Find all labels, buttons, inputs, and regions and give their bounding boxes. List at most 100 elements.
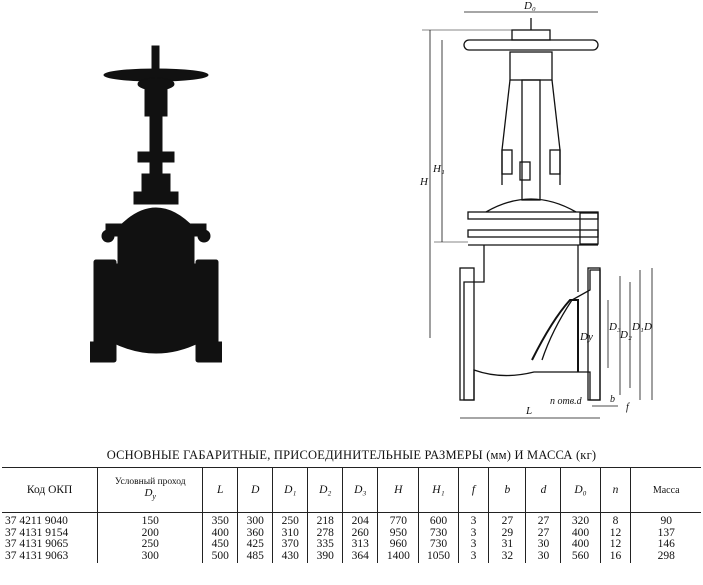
cell-d-small: 27 xyxy=(537,515,550,527)
cell-n: 12 xyxy=(609,526,622,539)
cell-h: 950 xyxy=(389,526,407,539)
cell-dy: 300 xyxy=(141,549,159,562)
cell-l: 400 xyxy=(211,526,229,539)
label-b: b xyxy=(610,394,615,405)
cell-n: 16 xyxy=(609,549,622,562)
cell-d2: 278 xyxy=(316,526,334,539)
header-cond-sub: y xyxy=(152,492,156,502)
header-code: Код ОКП xyxy=(2,467,98,513)
cell-d0: 400 xyxy=(571,526,590,539)
cell-d: 300 xyxy=(246,515,264,527)
cell-f: 3 xyxy=(470,526,477,539)
cell-b: 31 xyxy=(501,538,514,550)
cell-h: 770 xyxy=(389,515,407,527)
col-d2: 218 278 335 390 xyxy=(307,512,343,563)
cell-b: 32 xyxy=(501,549,514,562)
header-d3: D₃ xyxy=(342,467,378,513)
cell-mass: 146 xyxy=(657,538,675,550)
cell-dy: 150 xyxy=(141,515,159,527)
header-f: f xyxy=(457,467,489,513)
cell-dy: 200 xyxy=(141,526,159,539)
cell-f: 3 xyxy=(470,549,477,562)
cell-d3: 204 xyxy=(351,515,369,527)
cell-code: 37 4131 9063 xyxy=(5,549,69,562)
cell-l: 500 xyxy=(211,549,229,562)
cell-mass: 298 xyxy=(657,549,675,562)
cell-f: 3 xyxy=(470,538,477,550)
cell-h1: 730 xyxy=(429,526,448,539)
cell-h: 1400 xyxy=(386,549,410,562)
col-d1: 250 310 370 430 xyxy=(272,512,308,563)
header-h1: H₁ xyxy=(418,467,459,513)
col-h: 770 950 960 1400 xyxy=(377,512,419,563)
table-header-row: Код ОКП Условный проход Dy L D D₁ D₂ D₃ … xyxy=(2,467,701,513)
col-mass: 90 137 146 298 xyxy=(630,512,701,563)
header-cond-line1: Условный проход xyxy=(114,477,186,488)
cell-b: 27 xyxy=(501,515,514,527)
cell-d1: 430 xyxy=(281,549,299,562)
col-b: 27 29 31 32 xyxy=(488,512,526,563)
label-d: D xyxy=(643,321,652,333)
cell-b: 29 xyxy=(501,526,514,539)
cell-d3: 260 xyxy=(351,526,369,539)
cell-mass: 90 xyxy=(660,515,672,527)
label-n-otv-d: n отв.d xyxy=(550,396,583,407)
cell-code: 37 4131 9065 xyxy=(5,538,69,550)
label-f: f xyxy=(626,402,630,413)
cell-d: 485 xyxy=(246,549,264,562)
col-code: 37 4211 9040 37 4131 9154 37 4131 9065 3… xyxy=(2,513,98,564)
header-d0: D₀ xyxy=(560,467,601,513)
table-caption: ОСНОВНЫЕ ГАБАРИТНЫЕ, ПРИСОЕДИНИТЕЛЬНЫЕ Р… xyxy=(106,448,597,462)
header-d1: D₁ xyxy=(272,467,308,513)
header-l: L xyxy=(202,467,238,513)
cell-d0: 560 xyxy=(571,549,590,562)
cell-h1: 730 xyxy=(429,538,448,550)
label-d3: D₃ xyxy=(608,321,621,333)
header-conditional-pass: Условный проход Dy xyxy=(97,467,203,513)
cell-d: 360 xyxy=(246,526,264,539)
cell-dy: 250 xyxy=(141,538,159,550)
header-d-small: d xyxy=(525,467,561,513)
cell-d3: 364 xyxy=(351,549,369,562)
cell-code: 37 4211 9040 xyxy=(5,515,68,527)
col-n: 8 12 12 16 xyxy=(599,512,631,563)
valve-photo xyxy=(90,45,222,363)
cell-h: 960 xyxy=(389,538,407,550)
col-d3: 204 260 313 364 xyxy=(342,512,378,563)
label-d1: D₁ xyxy=(631,321,644,333)
cell-d: 425 xyxy=(246,538,264,550)
header-cond-line2: D xyxy=(144,487,153,500)
cell-h1: 1050 xyxy=(426,549,450,562)
label-h: H xyxy=(419,176,429,188)
cell-d1: 250 xyxy=(281,515,299,527)
cell-d0: 400 xyxy=(571,538,590,550)
table-body: 37 4211 9040 37 4131 9154 37 4131 9065 3… xyxy=(2,512,701,564)
label-l: L xyxy=(525,405,532,417)
cell-d3: 313 xyxy=(351,538,369,550)
col-l: 350 400 450 500 xyxy=(202,512,238,563)
cell-d2: 335 xyxy=(316,538,334,550)
header-d2: D₂ xyxy=(307,467,343,513)
cell-d-small: 27 xyxy=(537,526,550,539)
label-h1: H₁ xyxy=(432,163,445,175)
header-n: n xyxy=(599,467,631,513)
col-d: 300 360 425 485 xyxy=(237,512,273,563)
cell-l: 350 xyxy=(211,515,229,527)
cell-d1: 310 xyxy=(281,526,299,539)
header-b: b xyxy=(488,467,526,513)
cell-d-small: 30 xyxy=(537,538,550,550)
valve-technical-drawing: D₀ H H₁ Dy D₃ D₂ D₁ D L n отв.d b f xyxy=(419,0,653,419)
header-mass: Масса xyxy=(630,467,701,513)
col-h1: 600 730 730 1050 xyxy=(418,512,459,563)
cell-d2: 390 xyxy=(316,549,334,562)
cell-f: 3 xyxy=(470,515,477,527)
cell-d0: 320 xyxy=(571,515,590,527)
col-d0: 320 400 400 560 xyxy=(560,512,601,563)
cell-h1: 600 xyxy=(429,515,448,527)
cell-d2: 218 xyxy=(316,515,334,527)
header-d: D xyxy=(237,467,273,513)
cell-l: 450 xyxy=(211,538,229,550)
cell-code: 37 4131 9154 xyxy=(5,526,69,539)
cell-n: 12 xyxy=(609,538,622,550)
label-dy: Dy xyxy=(579,331,593,343)
